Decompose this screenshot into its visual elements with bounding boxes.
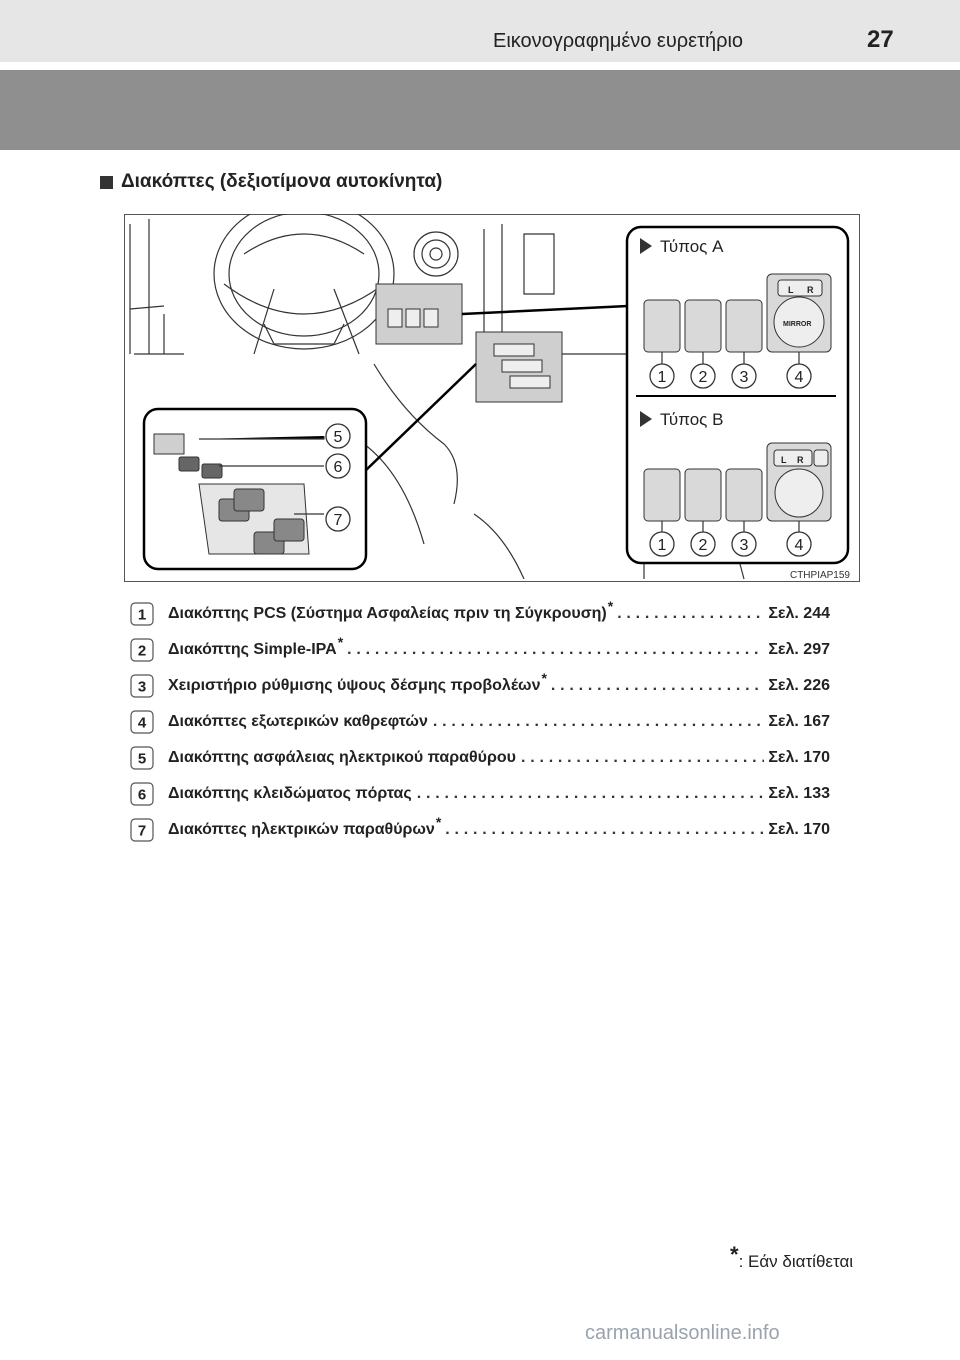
type-b-switches: [643, 442, 832, 522]
mirror-label: MIRROR: [783, 321, 811, 328]
type-a-left-label: L: [788, 285, 794, 295]
dot-leader: ........................................…: [347, 641, 764, 658]
dot-leader: ........................................…: [445, 821, 764, 838]
svg-text:3: 3: [138, 679, 146, 696]
callout-7: 7: [334, 512, 343, 529]
type-b-right-label: R: [797, 455, 804, 465]
footnote-star: *: [730, 1242, 739, 1267]
callout-a3: 3: [740, 369, 749, 386]
svg-text:7: 7: [138, 823, 146, 840]
list-item: 2 Διακόπτης Simple-IPA*..................…: [130, 632, 830, 668]
entry-page-ref[interactable]: Σελ. 133: [768, 785, 830, 802]
dot-leader: ........................................…: [432, 713, 764, 730]
entry-star: *: [337, 634, 344, 650]
header-bar: [0, 0, 960, 62]
dot-leader: ........................................…: [617, 605, 765, 622]
callout-b4: 4: [795, 537, 804, 554]
entry-page-ref[interactable]: Σελ. 244: [768, 605, 830, 622]
number-icon: 2: [130, 638, 154, 662]
entry-star: *: [435, 814, 442, 830]
entry-label: Διακόπτες ηλεκτρικών παραθύρων*: [168, 814, 442, 838]
switches-illustration: Τύπος A Τύπος B L R MIRROR L R: [124, 214, 860, 582]
callout-b3: 3: [740, 537, 749, 554]
callout-a4: 4: [795, 369, 804, 386]
entry-page-ref[interactable]: Σελ. 297: [768, 641, 830, 658]
svg-text:4: 4: [138, 715, 147, 732]
callout-b1: 1: [658, 537, 667, 554]
entry-page-ref[interactable]: Σελ. 170: [768, 821, 830, 838]
entry-list: 1 Διακόπτης PCS (Σύστημα Ασφαλείας πριν τ…: [130, 596, 830, 848]
type-a-label: Τύπος A: [660, 237, 724, 256]
number-icon: 7: [130, 818, 154, 842]
list-item: 1 Διακόπτης PCS (Σύστημα Ασφαλείας πριν τ…: [130, 596, 830, 632]
illustration-code: CTHPIAP159: [790, 570, 850, 581]
svg-text:1: 1: [138, 607, 146, 624]
section-title-text: Διακόπτες (δεξιοτίμονα αυτοκίνητα): [121, 171, 443, 192]
entry-page-ref[interactable]: Σελ. 167: [768, 713, 830, 730]
list-item: 4 Διακόπτες εξωτερικών καθρεφτών.........…: [130, 704, 830, 740]
list-item: 5 Διακόπτης ασφάλειας ηλεκτρικού παραθύρο…: [130, 740, 830, 776]
door-switches-closeup: [153, 433, 310, 555]
type-b-label: Τύπος B: [660, 410, 723, 429]
svg-text:5: 5: [138, 751, 146, 768]
type-a-switches: [643, 273, 832, 353]
entry-page-ref[interactable]: Σελ. 170: [768, 749, 830, 766]
entry-label: Διακόπτης κλειδώματος πόρτας: [168, 785, 412, 802]
bullet-square-icon: [100, 175, 113, 189]
type-b-left-label: L: [781, 455, 787, 465]
entry-star: *: [541, 670, 547, 686]
callout-6: 6: [334, 459, 343, 476]
entry-page-ref[interactable]: Σελ. 226: [768, 677, 830, 694]
gray-band: [0, 70, 960, 150]
svg-text:6: 6: [138, 787, 146, 804]
entry-star: *: [607, 598, 614, 614]
page-number: 27: [867, 26, 894, 53]
entry-label: Χειριστήριο ρύθμισης ύψους δέσμης προβολ…: [168, 670, 547, 694]
watermark: carmanualsonline.info: [585, 1322, 780, 1344]
svg-text:2: 2: [138, 643, 146, 660]
number-icon: 4: [130, 710, 154, 734]
dot-leader: ........................................…: [550, 677, 764, 694]
number-icon: 5: [130, 746, 154, 770]
number-icon: 6: [130, 782, 154, 806]
list-item: 3 Χειριστήριο ρύθμισης ύψους δέσμης προβο…: [130, 668, 830, 704]
callout-a2: 2: [699, 369, 708, 386]
type-a-right-label: R: [807, 285, 814, 295]
callout-5: 5: [334, 429, 343, 446]
footnote-text: : Εάν διατίθεται: [738, 1252, 854, 1271]
entry-label: Διακόπτες εξωτερικών καθρεφτών: [168, 713, 428, 730]
entry-label: Διακόπτης PCS (Σύστημα Ασφαλείας πριν τη…: [168, 598, 614, 622]
dot-leader: ........................................…: [520, 749, 764, 766]
footnote: *: Εάν διατίθεται: [730, 1242, 854, 1273]
list-item: 6 Διακόπτης κλειδώματος πόρτας...........…: [130, 776, 830, 812]
section-title: Διακόπτες (δεξιοτίμονα αυτοκίνητα): [100, 171, 442, 193]
number-icon: 3: [130, 674, 154, 698]
list-item: 7 Διακόπτες ηλεκτρικών παραθύρων*........…: [130, 812, 830, 848]
callout-a1: 1: [658, 369, 667, 386]
dot-leader: ........................................…: [416, 785, 765, 802]
entry-label: Διακόπτης ασφάλειας ηλεκτρικού παραθύρου: [168, 749, 516, 766]
header-title: Εικονογραφημένο ευρετήριο: [493, 30, 744, 52]
number-icon: 1: [130, 602, 154, 626]
callout-b2: 2: [699, 537, 708, 554]
entry-label: Διακόπτης Simple-IPA*: [168, 634, 344, 658]
